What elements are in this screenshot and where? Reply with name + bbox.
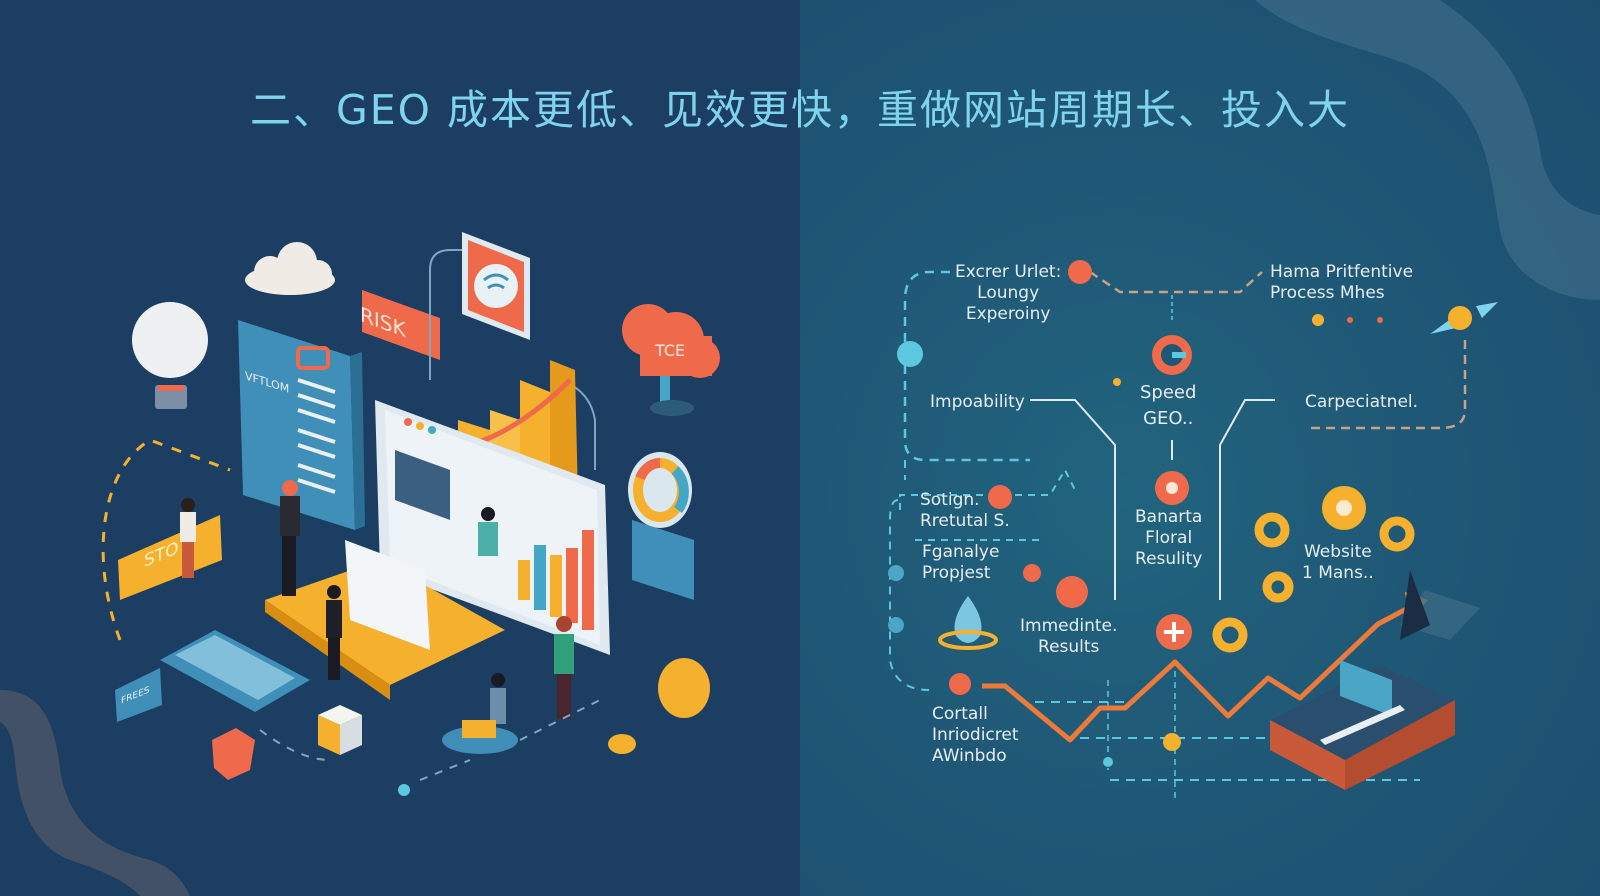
slide-title: 二、GEO 成本更低、见效更快，重做网站周期长、投入大 [250, 86, 1350, 134]
satellite-icon [1430, 302, 1498, 334]
isometric-laptop [1270, 570, 1480, 790]
shield-icon [212, 728, 255, 780]
gear-g-icon [1152, 335, 1192, 375]
node-process: Hama Pritfentive Process Mhes [1270, 262, 1414, 303]
right-panel [800, 0, 1600, 896]
node-banana: Banarta Floral Resulity [1135, 507, 1203, 569]
node-project: Fganalye Propjest [922, 542, 1000, 583]
node-solution: Sotign. Rretutal S. [920, 490, 1010, 531]
node-capacity: Carpeciatnel. [1305, 392, 1419, 412]
node-immediate: Immedinte. Results [1020, 616, 1118, 657]
node-icon-immediate [1056, 576, 1088, 608]
app-tile [462, 232, 530, 340]
people [180, 480, 574, 724]
node-cortall: Cortall Inriodicret AWinbdo [932, 704, 1019, 766]
cloud-sign-label: TCE [655, 341, 686, 360]
box-stack [318, 705, 362, 755]
cloud-icon [245, 242, 335, 295]
node-icon-solution [988, 485, 1012, 509]
list-panel [632, 520, 694, 600]
dollar-drop-icon [938, 596, 998, 650]
flow-connectors [889, 270, 1467, 800]
node-icon-cortall [949, 673, 971, 695]
cloud-sign [622, 304, 720, 416]
pedestal [442, 726, 518, 754]
laptop-keyboard [115, 630, 310, 722]
node-dot [897, 341, 923, 367]
node-website: Website 1 Mans.. [1302, 542, 1374, 583]
swoosh-top-right [1255, 0, 1600, 300]
lightbulb-icon [132, 302, 208, 409]
coin-icon-small [608, 734, 636, 754]
checklist-board [238, 320, 365, 530]
node-speed: Speed GEO.. [1140, 382, 1197, 429]
node-dot [1312, 314, 1324, 326]
node-icon-experience [1068, 260, 1092, 284]
donut-chart-icon [628, 452, 692, 528]
swoosh-bottom-left [0, 690, 190, 896]
trend-line [982, 603, 1414, 743]
node-experience: Excrer Urlet: Loungy Experoiny [955, 262, 1062, 324]
gear-cluster [1212, 512, 1415, 653]
platform [265, 540, 505, 700]
coin-icon [658, 658, 710, 718]
node-impossibility: Impoability [930, 392, 1025, 412]
risk-sign [362, 290, 440, 360]
